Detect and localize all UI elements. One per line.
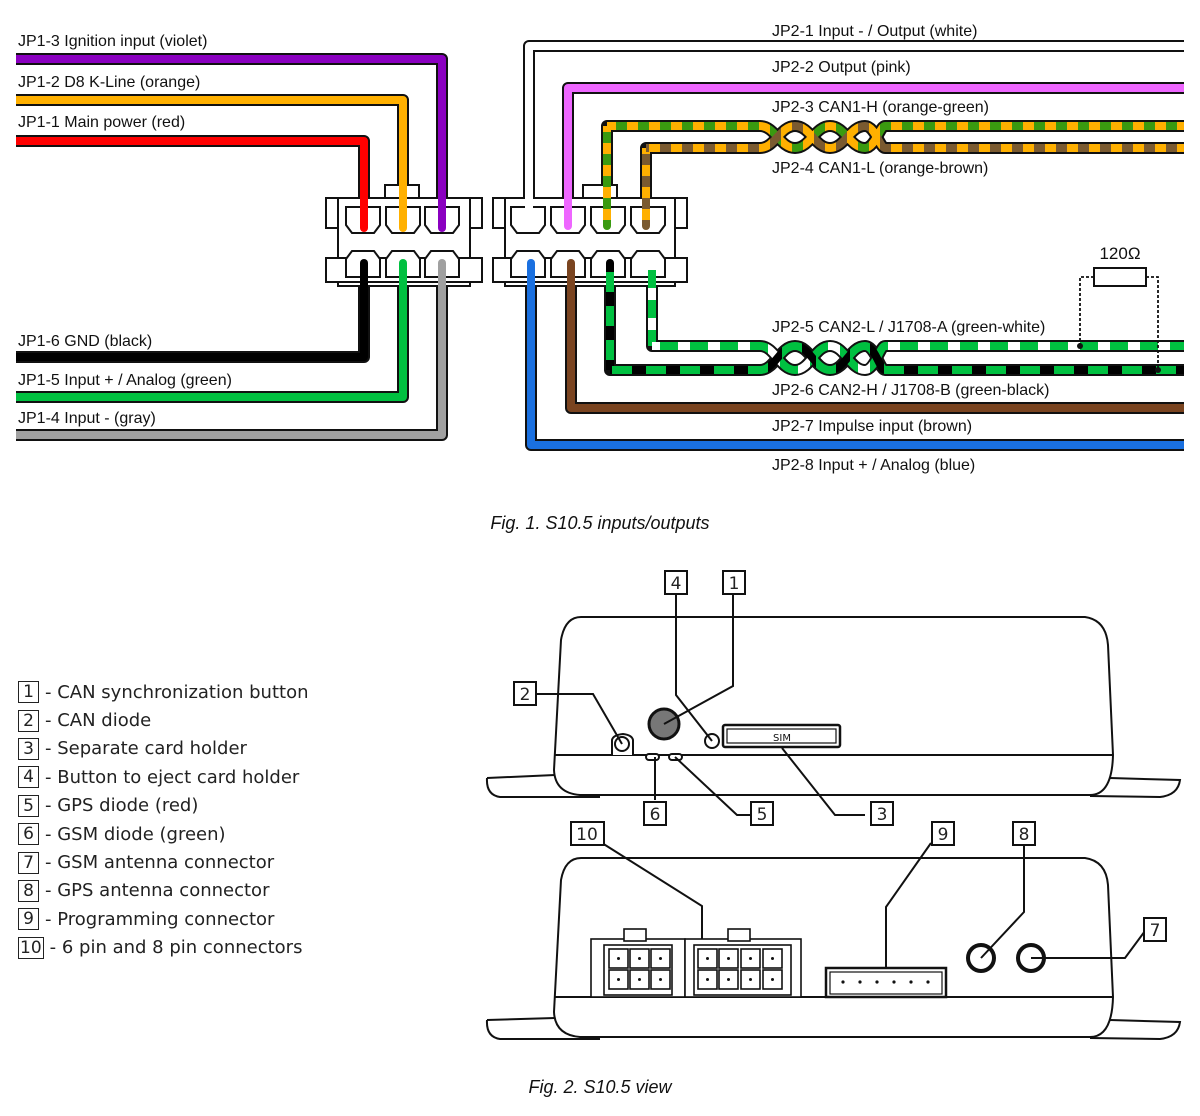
- legend-item: 10- 6 pin and 8 pin connectors: [18, 934, 309, 962]
- label-jp2-2: JP2-2 Output (pink): [772, 59, 911, 76]
- eight-pin-connector: [684, 928, 802, 998]
- legend-number: 2: [18, 709, 39, 732]
- label-jp1-3: JP1-3 Ignition input (violet): [18, 33, 207, 50]
- wiring-diagram: 120Ω JP1-3 Ignition input (violet) JP1-2…: [16, 23, 1184, 533]
- twisted-pair-can1: [758, 120, 888, 154]
- legend-item: 2 - CAN diode: [18, 706, 309, 734]
- callout-1: 1: [729, 574, 740, 594]
- callout-box-6: [643, 801, 667, 826]
- programming-connector: [824, 966, 948, 999]
- callout-box-1: [722, 570, 746, 595]
- callout-box-4: [664, 570, 688, 595]
- legend-number: 1: [18, 681, 39, 704]
- label-jp1-1: JP1-1 Main power (red): [18, 114, 185, 131]
- legend-text: - Programming connector: [45, 908, 275, 930]
- callout-box-10: [570, 821, 605, 846]
- callout-9: 9: [938, 825, 949, 845]
- legend-text: - GSM antenna connector: [45, 852, 275, 874]
- wire-jp1-5: [16, 262, 409, 403]
- termination-resistor: 120Ω: [1077, 244, 1161, 373]
- sim-label: SIM: [773, 733, 791, 744]
- callout-6: 6: [650, 805, 661, 825]
- legend-item: 5 - GPS diode (red): [18, 792, 309, 820]
- legend-text: - GPS antenna connector: [45, 880, 270, 902]
- legend-number: 8: [18, 879, 39, 902]
- legend-number: 7: [18, 851, 39, 874]
- label-jp2-1: JP2-1 Input - / Output (white): [772, 23, 977, 40]
- callout-box-9: [931, 821, 955, 846]
- wire-jp1-3: [16, 53, 448, 232]
- legend-item: 9 - Programming connector: [18, 905, 309, 933]
- resistor-label: 120Ω: [1099, 244, 1140, 263]
- callout-box-2: [513, 681, 537, 706]
- sim-slot: [721, 723, 842, 749]
- label-jp2-7: JP2-7 Impulse input (brown): [772, 418, 972, 435]
- can-diode: [611, 732, 634, 755]
- legend-text: - Button to eject card holder: [45, 766, 300, 788]
- legend-number: 10: [18, 936, 44, 959]
- callout-box-7: [1143, 917, 1167, 942]
- legend-item: 6 - GSM diode (green): [18, 820, 309, 848]
- legend-text: - CAN synchronization button: [45, 681, 309, 703]
- callout-2: 2: [520, 685, 531, 705]
- gps-antenna-connector: [966, 943, 996, 973]
- callout-box-8: [1012, 821, 1036, 846]
- legend-item: 4 - Button to eject card holder: [18, 763, 309, 791]
- legend-number: 4: [18, 766, 39, 789]
- figure-1-caption: Fig. 1. S10.5 inputs/outputs: [490, 513, 709, 533]
- legend-number: 9: [18, 908, 39, 931]
- callout-3: 3: [877, 805, 888, 825]
- callout-box-3: [870, 801, 894, 826]
- wire-jp2-1: [523, 40, 1184, 232]
- label-jp1-2: JP1-2 D8 K-Line (orange): [18, 74, 200, 91]
- label-jp1-6: JP1-6 GND (black): [18, 333, 152, 350]
- wire-jp2-8: [525, 262, 1184, 451]
- callout-7: 7: [1150, 921, 1161, 941]
- label-jp1-5: JP1-5 Input + / Analog (green): [18, 372, 232, 389]
- label-jp2-4: JP2-4 CAN1-L (orange-brown): [772, 160, 988, 177]
- legend-number: 6: [18, 823, 39, 846]
- legend-text: - CAN diode: [45, 710, 152, 732]
- callout-5: 5: [757, 805, 768, 825]
- legend-item: 3 - Separate card holder: [18, 735, 309, 763]
- legend-item: 8 - GPS antenna connector: [18, 877, 309, 905]
- legend-text: - GPS diode (red): [45, 795, 199, 817]
- label-jp1-4: JP1-4 Input - (gray): [18, 410, 156, 427]
- twisted-pair-can2: [758, 340, 888, 376]
- label-jp2-8: JP2-8 Input + / Analog (blue): [772, 457, 975, 474]
- legend-item: 7 - GSM antenna connector: [18, 848, 309, 876]
- callout-box-5: [750, 801, 774, 826]
- legend-item: 1 - CAN synchronization button: [18, 678, 309, 706]
- label-jp2-5: JP2-5 CAN2-L / J1708-A (green-white): [772, 319, 1045, 336]
- callout-4: 4: [671, 574, 682, 594]
- legend-number: 5: [18, 794, 39, 817]
- callout-lines: [536, 594, 1146, 968]
- label-jp2-3: JP2-3 CAN1-H (orange-green): [772, 99, 989, 116]
- figure-2-caption: Fig. 2. S10.5 view: [528, 1077, 672, 1097]
- legend-text: - Separate card holder: [45, 738, 247, 760]
- wire-jp1-4: [16, 262, 448, 441]
- callout-10: 10: [576, 825, 598, 845]
- legend-text: - 6 pin and 8 pin connectors: [49, 937, 303, 959]
- gsm-diode: [645, 753, 660, 761]
- component-legend: 1 - CAN synchronization button 2 - CAN dio…: [18, 678, 309, 962]
- connector-pin-dots: [617, 957, 930, 984]
- callout-8: 8: [1019, 825, 1030, 845]
- wire-jp2-7: [565, 262, 1184, 414]
- legend-text: - GSM diode (green): [45, 823, 226, 845]
- label-jp2-6: JP2-6 CAN2-H / J1708-B (green-black): [772, 382, 1049, 399]
- device-front-view: [485, 616, 1182, 799]
- six-pin-connector: [590, 928, 686, 998]
- legend-number: 3: [18, 737, 39, 760]
